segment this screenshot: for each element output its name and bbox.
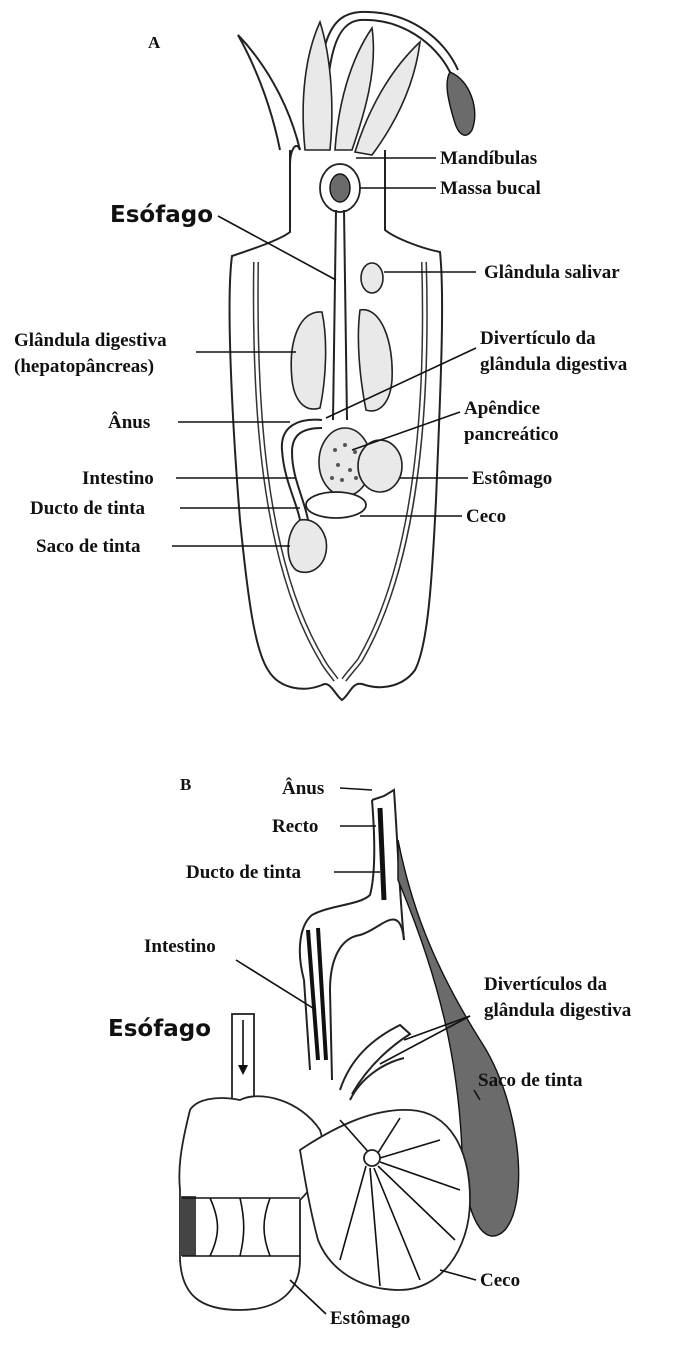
label-recto: Recto xyxy=(272,816,318,837)
label-glandula-salivar: Glândula salivar xyxy=(484,262,620,283)
label-diverticulos-1: Divertículos da xyxy=(484,974,607,995)
label-diverticulos-2: glândula digestiva xyxy=(484,1000,632,1021)
arm-2 xyxy=(303,22,332,150)
label-estomago-a: Estômago xyxy=(472,468,552,489)
ink-sac-a xyxy=(288,520,326,573)
arm-1 xyxy=(238,35,300,150)
label-anus-b: Ânus xyxy=(282,777,324,799)
label-ceco-b: Ceco xyxy=(480,1270,520,1291)
label-hepatopancreas: (hepatopâncreas) xyxy=(14,356,154,377)
caecum-a xyxy=(306,492,366,518)
label-anus-a: Ânus xyxy=(108,411,150,433)
label-esofago-a: Esófago xyxy=(110,202,213,228)
label-ducto-tinta-b: Ducto de tinta xyxy=(186,862,302,883)
stomach-a xyxy=(358,440,402,492)
ink-duct-b xyxy=(380,808,384,900)
label-saco-tinta-b: Saco de tinta xyxy=(478,1070,583,1091)
label-apendice-1: Apêndice xyxy=(464,398,540,419)
panel-a: A xyxy=(14,12,628,700)
label-glandula-digestiva: Glândula digestiva xyxy=(14,330,167,351)
panel-a-letter: A xyxy=(148,33,161,52)
panel-b: B Ânus xyxy=(108,775,632,1329)
salivary-gland xyxy=(361,263,383,293)
digestive-gland-left xyxy=(291,312,325,409)
label-ceco-a: Ceco xyxy=(466,506,506,527)
label-intestino-a: Intestino xyxy=(82,468,154,489)
tentacle-club xyxy=(447,72,475,135)
label-diverticulo-1: Divertículo da xyxy=(480,328,596,349)
label-diverticulo-2: glândula digestiva xyxy=(480,354,628,375)
label-massa-bucal: Massa bucal xyxy=(440,178,541,199)
panel-b-letter: B xyxy=(180,775,191,794)
label-apendice-2: pancreático xyxy=(464,424,559,445)
label-esofago-b: Esófago xyxy=(108,1016,211,1042)
esophagus-a xyxy=(333,210,347,420)
label-intestino-b: Intestino xyxy=(144,936,216,957)
intestine-b xyxy=(308,928,326,1060)
label-mandibulas: Mandíbulas xyxy=(440,148,537,169)
label-estomago-b: Estômago xyxy=(330,1308,410,1329)
label-ducto-tinta-a: Ducto de tinta xyxy=(30,498,146,519)
stomach-b xyxy=(179,1096,324,1310)
caecum-b xyxy=(300,1110,470,1290)
label-saco-tinta-a: Saco de tinta xyxy=(36,536,141,557)
mandibles xyxy=(330,174,350,202)
